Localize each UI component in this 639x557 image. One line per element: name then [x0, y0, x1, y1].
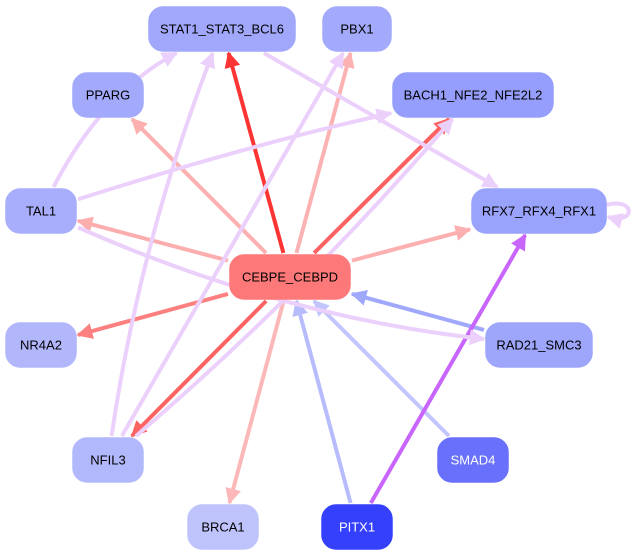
node-pitx1[interactable]: PITX1 — [321, 504, 393, 550]
edge-cebpe-cebpd-to-rfx7-rfx4-rfx1 — [351, 225, 472, 263]
edge-nfil3-to-stat1-stat3-bcl6 — [109, 51, 215, 437]
node-label: NFIL3 — [90, 453, 125, 468]
node-stat1-stat3-bcl6[interactable]: STAT1_STAT3_BCL6 — [148, 6, 296, 52]
edge-cebpe-cebpd-to-nr4a2 — [76, 292, 229, 339]
node-box — [72, 72, 144, 118]
node-cebpe-cebpd[interactable]: CEBPE_CEBPD — [229, 254, 351, 300]
edge-cebpe-cebpd-to-bach1-nfe2-nfe2l2 — [312, 117, 451, 255]
node-label: RAD21_SMC3 — [496, 338, 581, 353]
node-box — [148, 6, 296, 52]
node-smad4[interactable]: SMAD4 — [437, 437, 509, 483]
node-label: SMAD4 — [451, 453, 496, 468]
node-label: NR4A2 — [20, 338, 62, 353]
edge-rad21-smc3-to-cebpe-cebpd — [350, 290, 485, 332]
edge-stat1-stat3-bcl6-to-rfx7-rfx4-rfx1 — [262, 51, 499, 189]
edge-cebpe-cebpd-to-pparg — [130, 117, 268, 255]
edge-nfil3-to-pbx1 — [120, 51, 345, 438]
node-box — [5, 322, 77, 368]
node-label: CEBPE_CEBPD — [242, 270, 338, 285]
node-label: BRCA1 — [201, 520, 244, 535]
node-brca1[interactable]: BRCA1 — [187, 504, 259, 550]
node-label: RFX7_RFX4_RFX1 — [482, 204, 596, 219]
node-tal1[interactable]: TAL1 — [5, 188, 77, 234]
node-box — [187, 504, 259, 550]
node-box — [5, 188, 77, 234]
node-nr4a2[interactable]: NR4A2 — [5, 322, 77, 368]
node-bach1-nfe2-nfe2l2[interactable]: BACH1_NFE2_NFE2L2 — [392, 72, 554, 118]
node-box — [485, 322, 593, 368]
node-box — [392, 72, 554, 118]
edge-tal1-to-bach1-nfe2-nfe2l2 — [77, 108, 393, 202]
node-pparg[interactable]: PPARG — [72, 72, 144, 118]
node-box — [437, 437, 509, 483]
node-label: BACH1_NFE2_NFE2L2 — [404, 88, 543, 103]
edge-cebpe-cebpd-to-brca1 — [225, 300, 286, 505]
edge-pitx1-to-rfx7-rfx4-rfx1 — [369, 233, 527, 504]
edge-pitx1-to-cebpe-cebpd — [292, 299, 353, 504]
node-box — [322, 6, 392, 52]
edge-cebpe-cebpd-to-pbx1 — [294, 51, 355, 254]
edge-smad4-to-cebpe-cebpd — [312, 299, 451, 438]
node-rfx7-rfx4-rfx1[interactable]: RFX7_RFX4_RFX1 — [471, 188, 607, 234]
node-label: PITX1 — [339, 520, 375, 535]
node-label: PPARG — [86, 88, 131, 103]
node-label: PBX1 — [340, 22, 373, 37]
node-label: TAL1 — [26, 204, 56, 219]
node-label: STAT1_STAT3_BCL6 — [160, 22, 284, 37]
node-box — [72, 437, 144, 483]
node-box — [321, 504, 393, 550]
edge-cebpe-cebpd-to-nfil3 — [130, 299, 268, 438]
node-nfil3[interactable]: NFIL3 — [72, 437, 144, 483]
edge-tal1-to-rad21-smc3 — [77, 225, 486, 346]
node-pbx1[interactable]: PBX1 — [322, 6, 392, 52]
node-box — [471, 188, 607, 234]
edge-rfx7-rfx4-rfx1-to-rfx7-rfx4-rfx1 — [605, 201, 631, 229]
edge-cebpe-cebpd-to-stat1-stat3-bcl6 — [224, 51, 286, 254]
node-rad21-smc3[interactable]: RAD21_SMC3 — [485, 322, 593, 368]
node-box — [229, 254, 351, 300]
